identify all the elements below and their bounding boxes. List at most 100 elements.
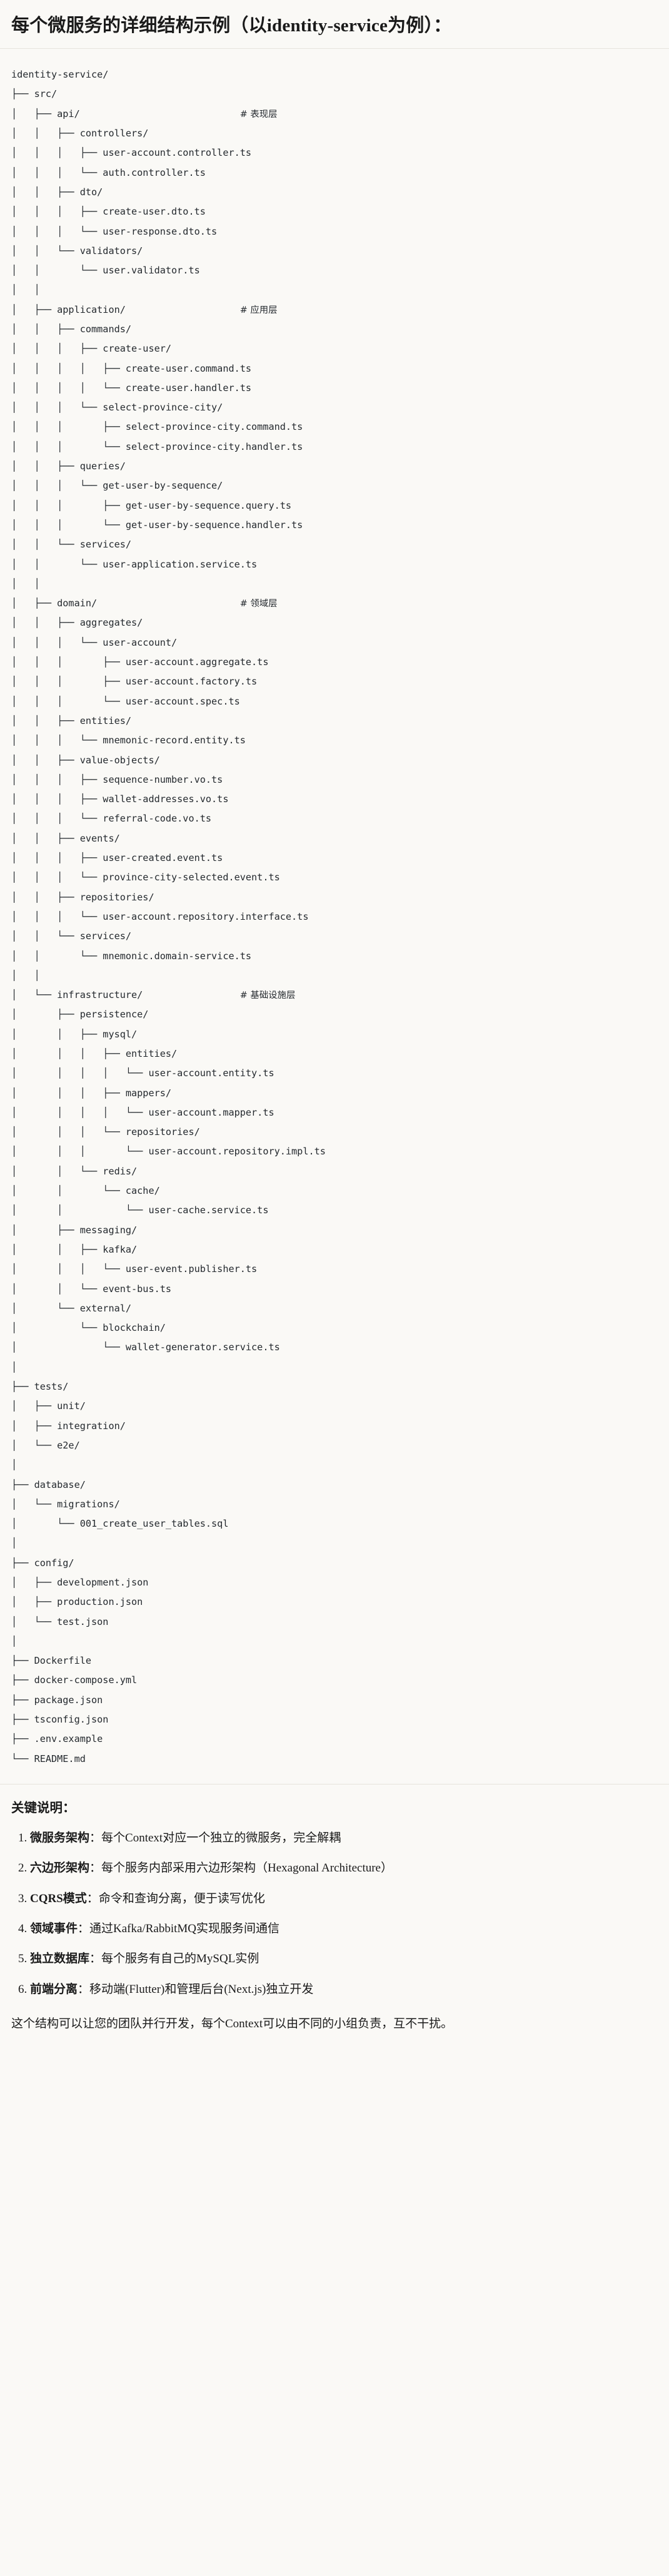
tree-line: │ │ └── services/ (11, 535, 658, 554)
tree-path: │ │ └── validators/ (11, 245, 143, 257)
tree-line: ├── config/ (11, 1554, 658, 1573)
tree-path: │ │ │ │ └── user-account.entity.ts (11, 1067, 274, 1079)
tree-line: │ └── e2e/ (11, 1436, 658, 1455)
key-note-term: 独立数据库 (30, 1952, 90, 1966)
tree-line: │ │ ├── mysql/ (11, 1025, 658, 1044)
key-note-separator: ： (78, 1982, 90, 1996)
tree-path: │ │ │ └── get-user-by-sequence/ (11, 480, 223, 492)
tree-line: │ ├── persistence/ (11, 1005, 658, 1024)
tree-path: │ │ │ │ └── create-user.handler.ts (11, 382, 252, 394)
tree-line: │ ├── unit/ (11, 1397, 658, 1416)
tree-path: │ (11, 1361, 18, 1373)
tree-line: │ │ │ └── get-user-by-sequence.handler.t… (11, 516, 658, 535)
tree-path: │ (11, 1537, 18, 1549)
tree-path: ├── config/ (11, 1557, 74, 1569)
tree-gap (97, 598, 240, 609)
tree-line: │ │ └── validators/ (11, 242, 658, 261)
tree-line: │ │ │ └── user-account.repository.impl.t… (11, 1142, 658, 1161)
tree-path: │ ├── unit/ (11, 1400, 86, 1412)
tree-path: │ │ │ └── user-event.publisher.ts (11, 1263, 258, 1275)
tree-line: │ │ └── user-application.service.ts (11, 555, 658, 574)
tree-path: │ └── infrastructure/ (11, 989, 143, 1001)
tree-path: │ │ │ └── referral-code.vo.ts (11, 813, 212, 825)
tree-path: │ │ │ ├── select-province-city.command.t… (11, 421, 303, 433)
tree-line: │ │ └── mnemonic.domain-service.ts (11, 947, 658, 966)
key-note-body: 移动端(Flutter)和管理后台(Next.js)独立开发 (89, 1982, 314, 1996)
tree-path: │ │ └── event-bus.ts (11, 1283, 172, 1295)
tree-line: identity-service/ (11, 65, 658, 84)
tree-line: │ └── external/ (11, 1299, 658, 1318)
tree-path: │ │ │ └── user-account.spec.ts (11, 695, 240, 707)
tree-line: ├── tsconfig.json (11, 1710, 658, 1729)
tree-path: │ │ └── user-cache.service.ts (11, 1204, 269, 1216)
key-note-body: 命令和查询分离，便于读写优化 (98, 1891, 265, 1905)
tree-path: │ │ └── user-application.service.ts (11, 558, 258, 570)
tree-path: identity-service/ (11, 69, 109, 81)
tree-path: │ ├── development.json (11, 1577, 149, 1588)
tree-path: │ │ │ ├── create-user/ (11, 343, 172, 355)
tree-path: │ (11, 1459, 18, 1471)
tree-path: │ └── migrations/ (11, 1498, 120, 1510)
tree-line: │ │ (11, 280, 658, 300)
tree-path: │ ├── persistence/ (11, 1009, 149, 1021)
key-note-term: 六边形架构 (30, 1861, 90, 1875)
tree-path: │ │ │ ├── user-account.controller.ts (11, 147, 252, 159)
tree-path: │ │ └── cache/ (11, 1185, 160, 1197)
tree-line: ├── docker-compose.yml (11, 1671, 658, 1690)
tree-path: ├── .env.example (11, 1733, 103, 1745)
tree-path: │ │ └── services/ (11, 539, 132, 551)
tree-path: │ │ │ └── select-province-city.handler.t… (11, 440, 303, 452)
tree-line: │ ├── production.json (11, 1592, 658, 1612)
tree-line: │ │ (11, 966, 658, 985)
tree-line: │ │ │ ├── user-account.aggregate.ts (11, 653, 658, 672)
key-note-term: CQRS模式 (30, 1891, 87, 1905)
key-notes-list: 微服务架构：每个Context对应一个独立的微服务，完全解耦六边形架构：每个服务… (11, 1829, 658, 1999)
tree-path: │ │ (11, 578, 40, 589)
tree-gap (143, 989, 239, 1000)
tree-line: │ │ └── services/ (11, 927, 658, 946)
tree-line: │ │ │ │ └── user-account.entity.ts (11, 1064, 658, 1083)
tree-path: │ │ │ ├── user-account.aggregate.ts (11, 656, 269, 668)
tree-path: │ │ └── mnemonic.domain-service.ts (11, 950, 252, 962)
tree-path: │ │ │ └── repositories/ (11, 1126, 200, 1138)
tree-line: │ │ └── redis/ (11, 1162, 658, 1181)
tree-line: │ │ (11, 574, 658, 594)
tree-line: │ │ ├── entities/ (11, 711, 658, 731)
tree-line: ├── tests/ (11, 1377, 658, 1397)
key-note-body: 每个服务有自己的MySQL实例 (101, 1952, 259, 1966)
tree-gap (80, 108, 240, 120)
tree-path: ├── Dockerfile (11, 1655, 92, 1667)
tree-line: │ ├── development.json (11, 1573, 658, 1592)
document-page: 每个微服务的详细结构示例（以identity-service为例）： ident… (0, 0, 669, 2052)
tree-line: │ │ └── user.validator.ts (11, 261, 658, 280)
tree-path: │ │ │ │ └── user-account.mapper.ts (11, 1106, 274, 1118)
tree-line: │ │ │ │ └── user-account.mapper.ts (11, 1103, 658, 1123)
key-notes-title: 关键说明： (11, 1801, 76, 1815)
tree-line: ├── Dockerfile (11, 1651, 658, 1671)
tree-path: │ │ │ └── user-account/ (11, 636, 178, 648)
tree-comment: # 基础设施层 (239, 990, 296, 1001)
tree-path: │ │ │ ├── mappers/ (11, 1087, 172, 1099)
tree-line: │ │ │ └── mnemonic-record.entity.ts (11, 731, 658, 750)
tree-line: │ ├── api/ # 表现层 (11, 104, 658, 124)
tree-line: │ ├── domain/ # 领域层 (11, 594, 658, 613)
key-note-separator: ： (78, 1922, 90, 1935)
key-note-separator: ： (89, 1952, 102, 1966)
tree-path: │ │ ├── mysql/ (11, 1028, 138, 1040)
tree-path: │ ├── application/ (11, 303, 126, 315)
key-note-term: 前端分离 (30, 1982, 78, 1996)
tree-line: │ └── blockchain/ (11, 1318, 658, 1338)
tree-path: │ │ │ └── auth.controller.ts (11, 166, 206, 178)
tree-path: │ │ │ │ ├── create-user.command.ts (11, 362, 252, 374)
key-note-item: 前端分离：移动端(Flutter)和管理后台(Next.js)独立开发 (30, 1980, 658, 1998)
tree-path: └── README.md (11, 1753, 86, 1764)
tree-path: │ └── external/ (11, 1302, 132, 1314)
tree-line: │ └── test.json (11, 1612, 658, 1632)
tree-path: │ │ ├── aggregates/ (11, 617, 143, 629)
key-note-item: 微服务架构：每个Context对应一个独立的微服务，完全解耦 (30, 1829, 658, 1847)
closing-paragraph: 这个结构可以让您的团队并行开发，每个Context可以由不同的小组负责，互不干扰… (11, 2017, 453, 2031)
tree-path: │ │ ├── value-objects/ (11, 754, 160, 766)
tree-path: │ │ ├── commands/ (11, 323, 132, 335)
tree-path: │ │ │ └── province-city-selected.event.t… (11, 872, 280, 883)
tree-path: │ (11, 1635, 18, 1647)
